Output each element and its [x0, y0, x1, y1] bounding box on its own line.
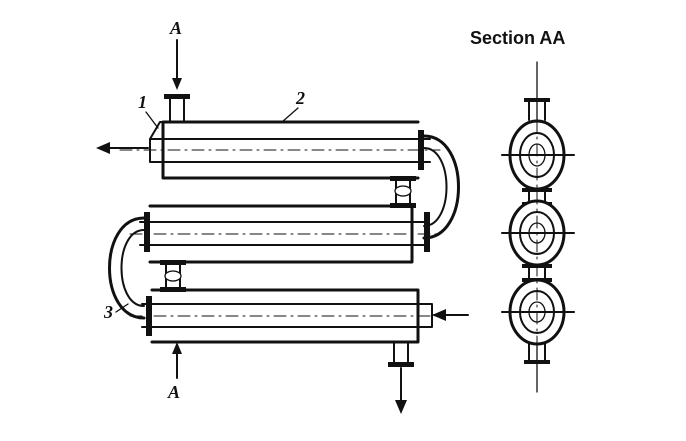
section-mark-bottom-label: A: [167, 382, 180, 402]
right-annulus-connector: [390, 176, 416, 208]
section-top-stub-flange: [524, 98, 550, 102]
inlet-arrow-head: [432, 309, 446, 321]
u-bend-left: [108, 216, 146, 320]
section-marker-bottom: A: [167, 342, 182, 402]
section-circle-bottom: [501, 278, 575, 346]
top-left-nozzle-flange: [164, 94, 190, 99]
part-3-label: 3: [103, 302, 113, 322]
label-part-2: 2: [281, 88, 305, 123]
bottom-nozzle-flange: [388, 362, 414, 367]
left-annulus-connector: [160, 260, 186, 292]
bottom-nozzle: [393, 341, 409, 365]
section-aa-view: [501, 61, 575, 393]
section-marker-top: A: [169, 18, 182, 90]
u-bend-right: [422, 134, 460, 240]
top-pass: [96, 94, 441, 180]
top-right-flange: [418, 130, 424, 170]
nozzle-bevel: [149, 121, 171, 140]
section-circle-middle: [501, 199, 575, 267]
bottom-inner-tube: [141, 303, 433, 328]
section-title: Section AA: [470, 28, 566, 48]
section-top-stub: [528, 99, 546, 121]
outlet-arrow-head: [96, 142, 110, 154]
middle-right-flange: [424, 212, 430, 252]
section-circle-top: [501, 119, 575, 191]
bottom-outlet-arrow-head: [395, 400, 407, 414]
bottom-pass: [129, 288, 469, 414]
part-2-label: 2: [295, 88, 305, 108]
section-bottom-stub-flange: [524, 360, 550, 364]
section-mark-top-label: A: [169, 18, 182, 38]
label-part-3: 3: [103, 302, 129, 322]
label-part-1: 1: [138, 92, 159, 129]
front-view: A A 1 2 3: [96, 18, 469, 414]
middle-left-flange: [144, 212, 150, 252]
bottom-left-flange: [146, 296, 152, 336]
middle-inner-tube: [139, 221, 429, 246]
top-left-nozzle: [169, 97, 185, 123]
part-1-label: 1: [138, 92, 147, 112]
middle-pass: [129, 204, 441, 264]
